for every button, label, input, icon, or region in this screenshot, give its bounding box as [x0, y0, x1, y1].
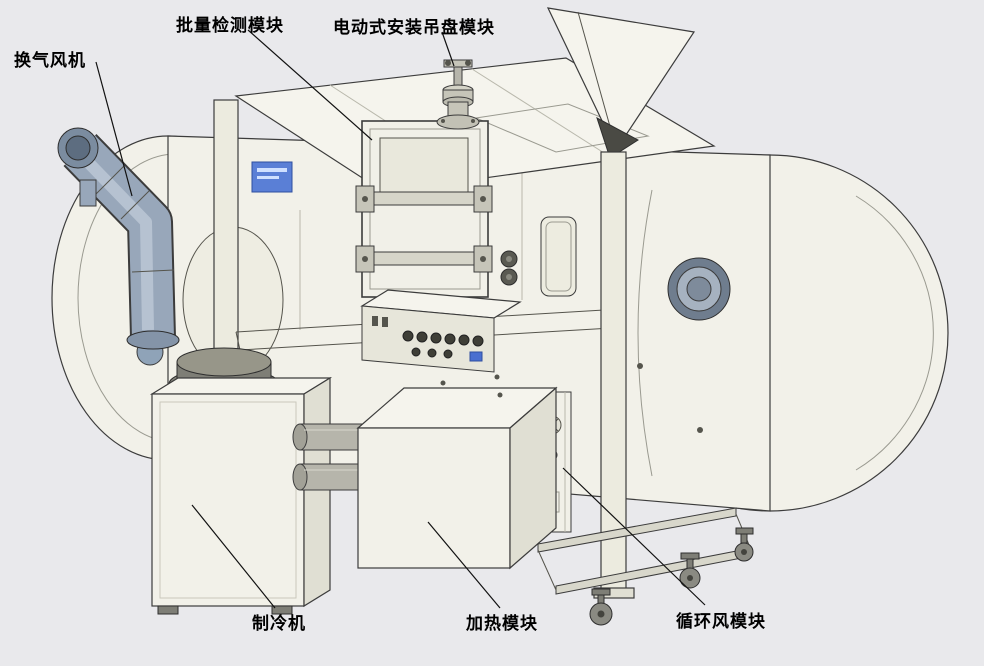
label-chiller: 制冷机 [252, 614, 306, 633]
panel-knobs [402, 330, 484, 359]
leader-batch-detection [247, 29, 373, 141]
label-circulating-air-module: 循环风模块 [676, 612, 766, 631]
control-panel [360, 289, 522, 373]
leader-electric-mount-tray [441, 31, 455, 67]
label-ventilation-fan: 换气风机 [14, 51, 86, 70]
panel-blue-switch [469, 351, 483, 362]
label-batch-detection-module: 批量检测模块 [176, 16, 284, 35]
leader-heating-module [427, 521, 501, 609]
caster-wheel-right [734, 527, 754, 562]
ventilation-fan-pipe [57, 127, 180, 350]
right-porthole [667, 257, 731, 321]
body-bolt-dots [440, 363, 703, 433]
batch-detection-module [355, 120, 493, 298]
caster-wheel-middle [679, 552, 701, 589]
label-electric-mount-tray: 电动式安装吊盘模块 [333, 18, 495, 37]
blue-label-sticker [251, 161, 293, 193]
funnel-chute [546, 7, 696, 159]
roof-hatch [474, 103, 650, 153]
leader-ventilation-fan [95, 61, 133, 197]
pipe-flange [126, 330, 180, 350]
clamp-bar-lower [355, 245, 493, 273]
leader-chiller [191, 504, 276, 609]
leader-circulating-air [562, 467, 706, 606]
heating-module [356, 386, 558, 570]
clamp-bar-upper [355, 185, 493, 213]
detection-window [379, 137, 469, 197]
leader-lines [95, 29, 706, 609]
label-heating-module: 加热模块 [466, 614, 538, 633]
pipe-side-box [79, 179, 97, 207]
access-window [540, 216, 577, 297]
funnel-flap [596, 116, 639, 159]
electric-mount-tray-module [436, 59, 480, 130]
caster-wheel-left [589, 588, 613, 626]
door-latch [500, 250, 518, 286]
